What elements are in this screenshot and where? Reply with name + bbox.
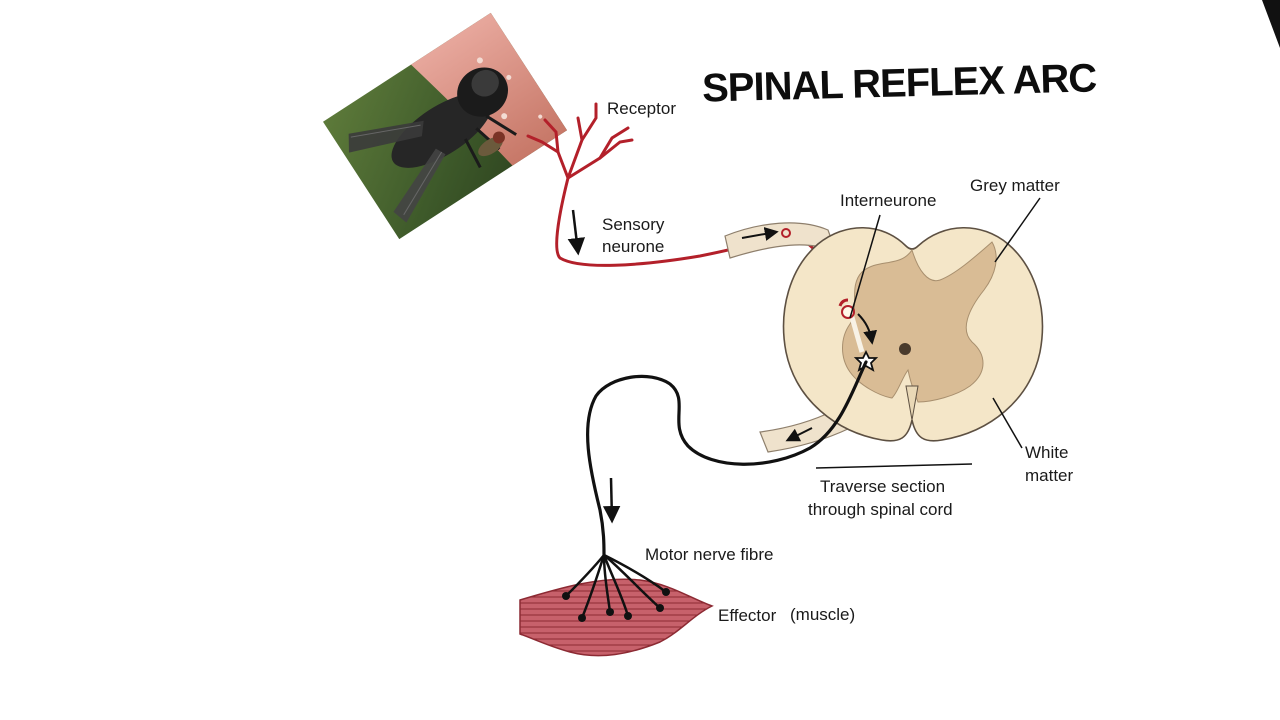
sensory-arrow [567,209,586,256]
ventral-arrow [785,427,813,442]
white-matter-label-line1: White [1025,443,1068,462]
muscle [519,578,714,657]
interneurone-leader [849,214,881,319]
central-canal [899,343,911,355]
effector-label: Effector [718,606,777,625]
sensory-label-line2: neurone [602,237,664,256]
receptor-endings [526,102,634,180]
white-matter-leader [992,397,1023,449]
grey-matter-label: Grey matter [970,176,1060,195]
sensory-label-line1: Sensory [602,215,665,234]
motor-arrow [602,477,621,524]
corner-mark [1262,0,1280,48]
motor-neurone [586,360,868,557]
page-title: SPINAL REFLEX ARC [702,56,1097,110]
effector-sub-label: (muscle) [790,605,855,624]
grey-matter-leader [994,197,1041,263]
motor-endings [564,553,668,620]
white-matter-label-line2: matter [1025,466,1074,485]
traverse-underline [815,463,973,469]
receptor-label: Receptor [607,99,676,118]
motor-label: Motor nerve fibre [645,545,774,564]
grey-matter [842,241,997,403]
dorsal-arrow [741,227,779,241]
interneurone-label: Interneurone [840,191,936,210]
traverse-label-line2: through spinal cord [808,500,953,519]
inter-arrow [857,313,878,345]
spinal-cord-section [724,222,1044,453]
fly-photo [323,12,567,240]
traverse-label-line1: Traverse section [820,477,945,496]
motor-end-plates [562,588,670,622]
